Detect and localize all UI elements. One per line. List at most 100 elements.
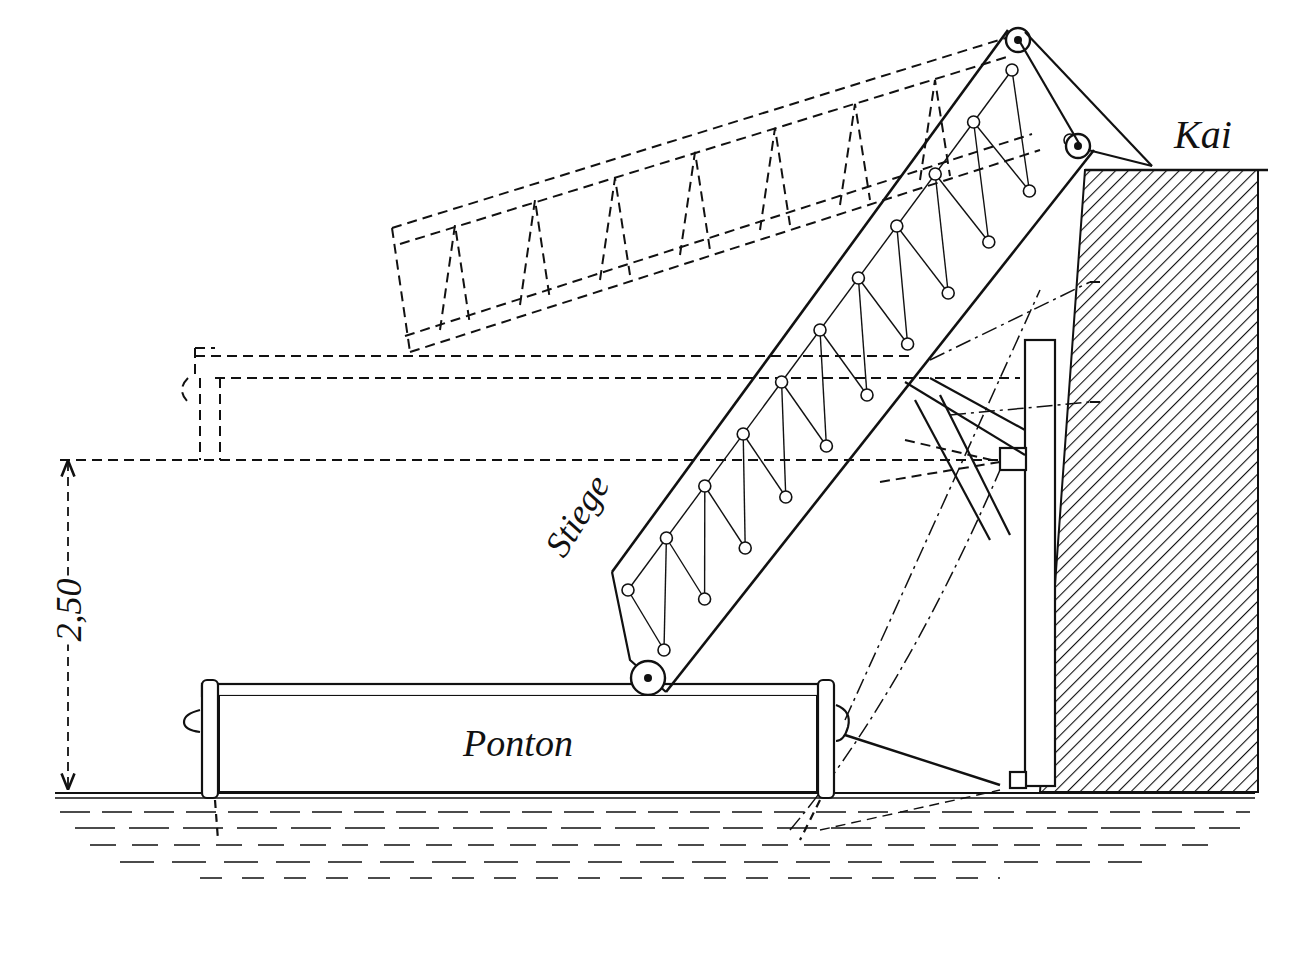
stair-tread (704, 486, 706, 599)
illustration-part (219, 378, 221, 460)
illustration-part (60, 811, 1250, 813)
stair-rail (628, 70, 1012, 590)
illustration-part (215, 377, 1020, 379)
illustration-part (200, 877, 1000, 879)
stair-joint (660, 532, 672, 544)
illustration-part (1010, 772, 1026, 788)
illustration-part (1088, 150, 1152, 166)
stair-brace (905, 378, 1025, 540)
illustration-part (1025, 32, 1152, 166)
illustration-part (1040, 170, 1258, 792)
stair-label: Stiege (539, 469, 618, 564)
pulley (1006, 28, 1030, 52)
stair-joint (622, 584, 634, 596)
stair-stringer (612, 30, 1008, 572)
illustration-part (405, 134, 1032, 336)
illustration-part (182, 378, 188, 402)
stair-joint (739, 542, 751, 554)
stair-joint (1023, 185, 1035, 197)
stair-tread (782, 382, 827, 446)
stair-tread (897, 226, 948, 293)
hoist-tackle (1020, 32, 1152, 166)
illustration-part (1090, 281, 1100, 283)
stair-joint (699, 593, 711, 605)
illustration-part (800, 800, 820, 840)
stair-tread (935, 174, 989, 242)
dimension-value: 2,50 (49, 576, 91, 645)
illustration-part (820, 790, 1000, 830)
stair-stringer (666, 150, 1094, 692)
illustration-part (120, 861, 1150, 863)
stair-tread (820, 330, 826, 446)
illustration-part (195, 347, 215, 349)
water (55, 793, 1255, 878)
stair-joint (983, 236, 995, 248)
stair-joint (929, 168, 941, 180)
stair-joint (852, 272, 864, 284)
illustration-part (202, 680, 218, 798)
stair-joint (942, 287, 954, 299)
stair-tread (858, 278, 907, 344)
stair-tread (935, 174, 948, 293)
illustration-part (845, 735, 1000, 785)
stair-tread (1012, 70, 1029, 191)
illustration-part (202, 684, 832, 696)
stair-tread (666, 538, 704, 599)
stair-joint (814, 324, 826, 336)
stair (612, 28, 1094, 695)
pulley (1066, 134, 1090, 158)
stair-joint (820, 440, 832, 452)
stair-tread (820, 330, 867, 395)
stair-tread (664, 538, 666, 650)
stair-joint (968, 116, 980, 128)
illustration-part (905, 440, 1000, 462)
pulley-hub (644, 674, 652, 682)
stair-joint (780, 491, 792, 503)
stair-joint (737, 428, 749, 440)
stair-tread (705, 486, 745, 548)
illustration-part (199, 378, 201, 460)
illustration-part (1020, 42, 1080, 145)
quay-wall (1040, 170, 1268, 792)
illustration-part (950, 402, 1090, 415)
stair-tread (897, 226, 908, 344)
illustration-part (1085, 169, 1268, 172)
stair-joint (699, 480, 711, 492)
stair-joint (776, 376, 788, 388)
illustration-part (392, 228, 410, 352)
illustration-part (55, 797, 1255, 798)
stair-joint (902, 338, 914, 350)
illustration-part (184, 710, 200, 732)
node-text: Ponton (463, 723, 573, 765)
illustration-part (818, 680, 834, 798)
illustration-part (440, 80, 950, 330)
raised-position (60, 36, 1040, 482)
pontoon-box: Ponton (218, 696, 818, 793)
quay-label: Kai (1174, 114, 1232, 156)
illustration-part (1090, 401, 1100, 403)
illustration-part (194, 348, 196, 376)
illustration-part (215, 800, 218, 840)
illustration-part (940, 395, 1010, 535)
illustration-part (1000, 448, 1026, 470)
illustration-part (90, 844, 1220, 846)
stair-joint (1006, 64, 1018, 76)
stair-tread (628, 590, 664, 650)
stair-tread (858, 278, 867, 395)
stair-joint (891, 220, 903, 232)
stair-tread (743, 434, 745, 548)
stair-tread (743, 434, 786, 497)
pontoon-hull (184, 680, 1000, 840)
illustration-part (930, 282, 1090, 360)
illustration-part (410, 150, 1040, 352)
pulley (631, 661, 665, 695)
illustration-part (790, 470, 1000, 830)
illustration-part (60, 459, 1000, 461)
fender-pile (1000, 340, 1055, 788)
stair-tread (974, 122, 989, 242)
stair-joint (861, 389, 873, 401)
